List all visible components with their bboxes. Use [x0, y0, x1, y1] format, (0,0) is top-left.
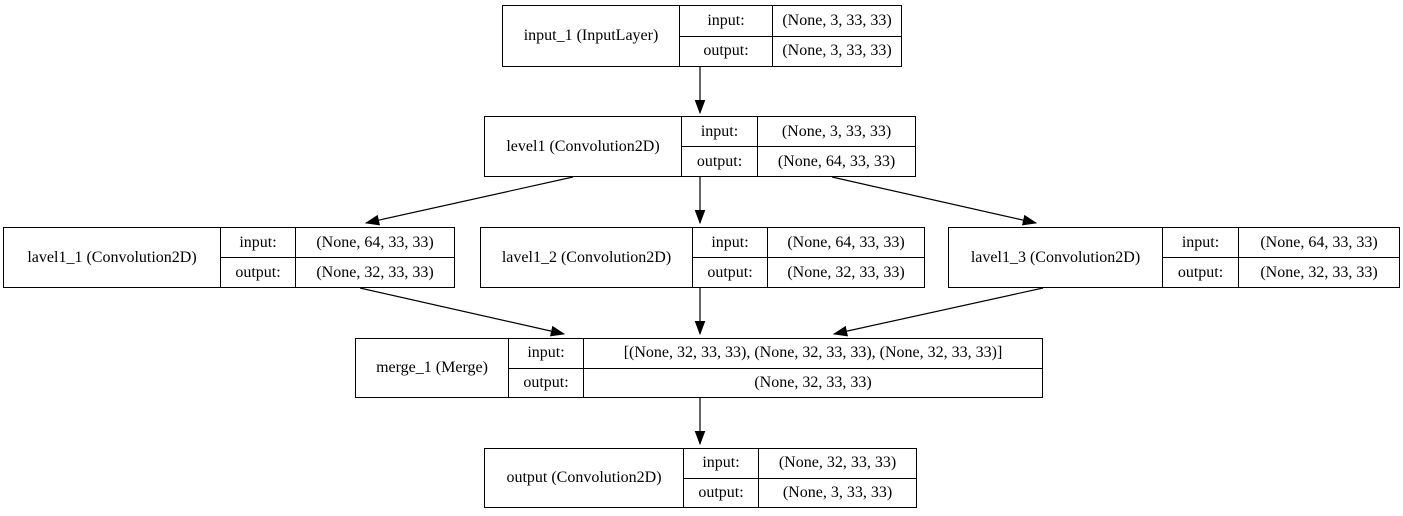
node-merge_1: merge_1 (Merge) input: [(None, 32, 33, 3…: [355, 338, 1043, 398]
input-shape: (None, 3, 33, 33): [781, 122, 892, 140]
node-lavel1_2: lavel1_2 (Convolution2D) input: (None, 6…: [480, 227, 925, 288]
node-lavel1_3: lavel1_3 (Convolution2D) input: (None, 6…: [948, 227, 1400, 288]
edge-level1-lavel1_3: [831, 176, 1038, 226]
input-label: input:: [693, 228, 768, 257]
edge-level1-lavel1_1: [364, 176, 574, 226]
output-shape: (None, 32, 33, 33): [316, 263, 434, 281]
input-label: input:: [1163, 228, 1239, 257]
node-lavel1_1-title: lavel1_1 (Convolution2D): [4, 228, 221, 287]
node-merge_1-title: merge_1 (Merge): [356, 339, 509, 397]
output-shape: (None, 3, 33, 33): [782, 42, 892, 60]
node-level1-title: level1 (Convolution2D): [485, 117, 682, 176]
edge-lavel1_1-merge_1: [359, 287, 566, 337]
node-input_1-title: input_1 (InputLayer): [503, 6, 680, 66]
input-shape: (None, 64, 33, 33): [316, 233, 434, 251]
output-label: output:: [693, 258, 768, 287]
output-shape: (None, 32, 33, 33): [754, 373, 872, 391]
input-label: input:: [509, 339, 584, 368]
input-label: input:: [221, 228, 296, 257]
input-shape: (None, 32, 33, 33): [778, 454, 897, 472]
input-label: input:: [684, 449, 759, 478]
output-label: output:: [682, 147, 758, 176]
input-shape: (None, 64, 33, 33): [787, 233, 905, 251]
input-shape: (None, 3, 33, 33): [782, 11, 892, 29]
node-input_1: input_1 (InputLayer) input: (None, 3, 33…: [502, 5, 902, 67]
output-shape: (None, 64, 33, 33): [777, 152, 896, 170]
output-shape: (None, 3, 33, 33): [782, 483, 893, 501]
output-shape: (None, 32, 33, 33): [787, 263, 905, 281]
input-shape: (None, 64, 33, 33): [1260, 233, 1378, 251]
output-shape: (None, 32, 33, 33): [1260, 263, 1378, 281]
node-output: output (Convolution2D) input: (None, 32,…: [484, 448, 917, 508]
output-label: output:: [1163, 258, 1239, 287]
input-label: input:: [682, 117, 758, 146]
input-shape: [(None, 32, 33, 33), (None, 32, 33, 33),…: [623, 344, 1003, 362]
output-label: output:: [509, 368, 584, 397]
node-level1: level1 (Convolution2D) input: (None, 3, …: [484, 116, 916, 177]
node-lavel1_1: lavel1_1 (Convolution2D) input: (None, 6…: [3, 227, 455, 288]
node-lavel1_2-title: lavel1_2 (Convolution2D): [481, 228, 693, 287]
edge-lavel1_3-merge_1: [832, 287, 1044, 337]
node-lavel1_3-title: lavel1_3 (Convolution2D): [949, 228, 1163, 287]
node-output-title: output (Convolution2D): [485, 449, 684, 507]
output-label: output:: [680, 36, 773, 66]
input-label: input:: [680, 6, 773, 36]
output-label: output:: [221, 258, 296, 287]
output-label: output:: [684, 478, 759, 507]
